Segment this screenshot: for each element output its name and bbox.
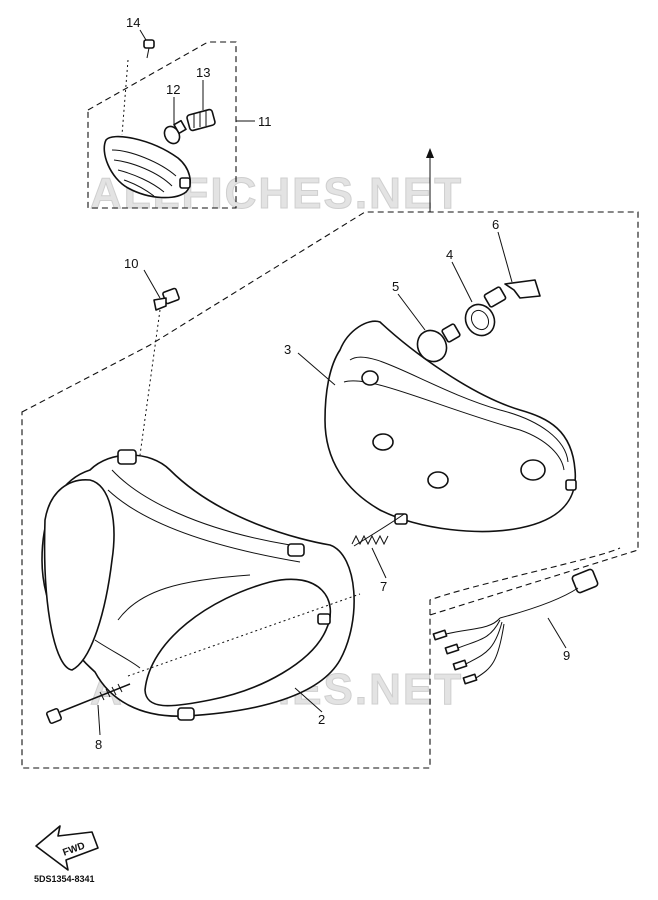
bulb-12 xyxy=(163,119,187,145)
screw-10 xyxy=(153,287,180,311)
leader-14 xyxy=(139,29,147,41)
leader-4 xyxy=(451,261,473,303)
assembly-outline-main xyxy=(21,211,639,769)
headlight-lens-2 xyxy=(41,449,355,721)
leader-9 xyxy=(547,617,567,649)
callout-3: 3 xyxy=(284,342,291,357)
socket-13 xyxy=(186,108,216,132)
arrow-up-icon xyxy=(426,148,434,158)
drawing-code: 5DS1354-8341 xyxy=(34,874,95,884)
callout-10: 10 xyxy=(124,256,138,271)
socket-4 xyxy=(464,286,507,337)
guide-line-14 xyxy=(121,59,129,136)
leader-8 xyxy=(97,704,101,736)
wire-harness-9 xyxy=(432,568,599,685)
callout-2: 2 xyxy=(318,712,325,727)
plate-6 xyxy=(504,279,541,299)
leader-7 xyxy=(371,547,387,579)
leader-3 xyxy=(297,352,336,386)
screw-14 xyxy=(143,39,155,59)
callout-5: 5 xyxy=(392,279,399,294)
bolt-8 xyxy=(45,683,131,725)
callout-14: 14 xyxy=(126,15,140,30)
leader-5 xyxy=(397,293,426,331)
spring-7 xyxy=(351,513,405,547)
callout-9: 9 xyxy=(563,648,570,663)
bulb-5 xyxy=(416,323,461,363)
leader-6 xyxy=(497,231,513,283)
callout-4: 4 xyxy=(446,247,453,262)
callout-12: 12 xyxy=(166,82,180,97)
fwd-arrow-icon: FWD xyxy=(35,825,99,871)
callout-11: 11 xyxy=(258,114,272,129)
guide-line-bolt xyxy=(127,593,361,677)
leader-10 xyxy=(143,269,161,299)
callout-8: 8 xyxy=(95,737,102,752)
leader-2 xyxy=(294,687,323,713)
meter-light-assembly xyxy=(103,135,191,199)
callout-13: 13 xyxy=(196,65,210,80)
callout-7: 7 xyxy=(380,579,387,594)
harness-outline xyxy=(429,547,621,615)
reflector-unit-3 xyxy=(324,320,577,533)
guide-line-10 xyxy=(139,309,161,456)
callout-6: 6 xyxy=(492,217,499,232)
assembly-outline-meter-light xyxy=(87,41,237,209)
